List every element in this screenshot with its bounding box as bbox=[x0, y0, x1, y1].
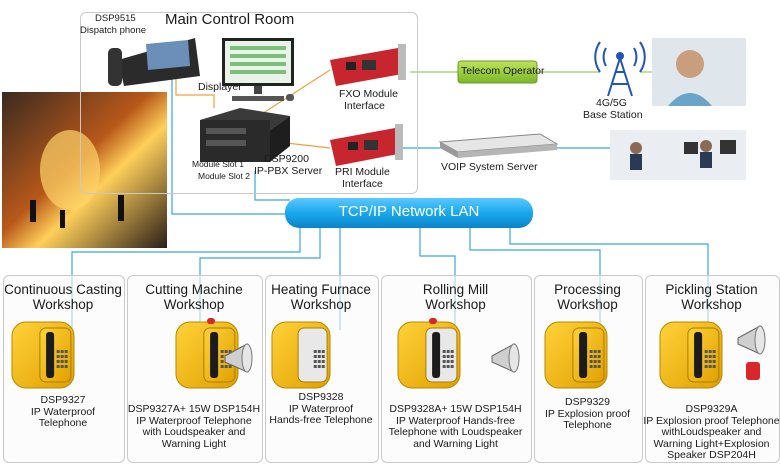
displayer-monitor-icon bbox=[222, 38, 294, 101]
workshop-title: Pickling Station bbox=[665, 282, 758, 297]
workshop-title: Workshop bbox=[163, 297, 225, 312]
device-caption: IP Explosion proof Telephone bbox=[643, 414, 780, 427]
device-caption: Warning Light+Explosion bbox=[653, 437, 770, 450]
voip-server-icon bbox=[438, 133, 559, 158]
control-room-title: Main Control Room bbox=[165, 11, 295, 28]
fxo-label-1: FXO Module bbox=[339, 88, 398, 100]
control-room-box bbox=[80, 12, 418, 194]
module-slot-2-label: Module Slot 2 bbox=[198, 171, 250, 181]
device-caption: Warning Light bbox=[161, 437, 227, 450]
lan-banner bbox=[285, 198, 533, 228]
device-caption: and Warning Light bbox=[413, 437, 498, 450]
displayer-label: Displayer bbox=[198, 81, 242, 93]
device-caption: DSP9327A+ 15W DSP154H bbox=[127, 403, 261, 415]
voip-server-label: VOIP System Server bbox=[441, 161, 538, 173]
device-caption: Hands-free Telephone bbox=[269, 414, 373, 426]
device-caption: DSP9327 bbox=[40, 394, 86, 406]
telecom-operator-box bbox=[457, 60, 538, 84]
pri-label-2: Interface bbox=[342, 178, 383, 190]
mobile-user-photo bbox=[652, 38, 746, 106]
device-caption: with Loudspeaker and bbox=[142, 426, 246, 438]
workshop-title: Workshop bbox=[425, 297, 486, 312]
pbx-server-icon bbox=[200, 108, 290, 162]
module-slot-1-label: Module Slot 1 bbox=[192, 159, 244, 169]
workshop-title: Continuous Casting bbox=[4, 282, 122, 297]
device-caption: Telephone with Loudspeaker bbox=[388, 426, 523, 438]
device-caption: IP Waterproof bbox=[288, 402, 354, 415]
pbx-name-label: IP-PBX Server bbox=[254, 165, 323, 177]
device-caption: IP Explosion proof bbox=[544, 407, 631, 420]
device-caption: IP Waterproof bbox=[30, 405, 96, 418]
workshop-title: Workshop bbox=[290, 297, 352, 312]
device-caption: withLoudspeaker and bbox=[661, 426, 762, 438]
device-caption: DSP9329A bbox=[685, 403, 738, 415]
base-station-label-1: 4G/5G bbox=[596, 97, 627, 109]
pbx-model-label: DSP9200 bbox=[264, 153, 309, 165]
workshop-title: Rolling Mill bbox=[422, 282, 489, 297]
dispatch-phone-model: DSP9515 bbox=[95, 13, 136, 24]
pri-card-icon bbox=[330, 124, 403, 166]
office-photo bbox=[610, 130, 746, 180]
dispatch-phone-label: Dispatch phone bbox=[80, 25, 147, 36]
workshop-title: Processing bbox=[554, 282, 621, 297]
dispatch-phone-icon bbox=[108, 38, 200, 86]
fxo-card-icon bbox=[330, 44, 406, 86]
telecom-operator-label: Telecom Operator bbox=[461, 65, 545, 77]
device-caption: Telephone bbox=[563, 419, 612, 431]
base-station-label-2: Base Station bbox=[583, 109, 643, 121]
pri-label-1: PRI Module bbox=[335, 166, 390, 178]
workshop-title: Cutting Machine bbox=[145, 282, 243, 297]
device-caption: DSP9328 bbox=[298, 391, 344, 403]
base-station-icon bbox=[594, 41, 646, 97]
device-caption: Telephone bbox=[38, 417, 88, 429]
workshop-title: Workshop bbox=[557, 297, 618, 312]
device-caption: DSP9329 bbox=[565, 396, 610, 408]
workshop-title: Heating Furnace bbox=[271, 282, 371, 297]
device-caption: IP Waterproof Hands-free bbox=[395, 414, 516, 427]
device-caption: Speaker DSP204H bbox=[667, 449, 756, 461]
device-caption: IP Waterproof Telephone bbox=[136, 414, 252, 427]
workshop-title: Workshop bbox=[32, 297, 94, 312]
device-caption: DSP9328A+ 15W DSP154H bbox=[389, 403, 522, 415]
lan-label: TCP/IP Network LAN bbox=[338, 203, 480, 220]
fxo-label-2: Interface bbox=[344, 100, 385, 112]
workshop-title: Workshop bbox=[681, 297, 742, 312]
